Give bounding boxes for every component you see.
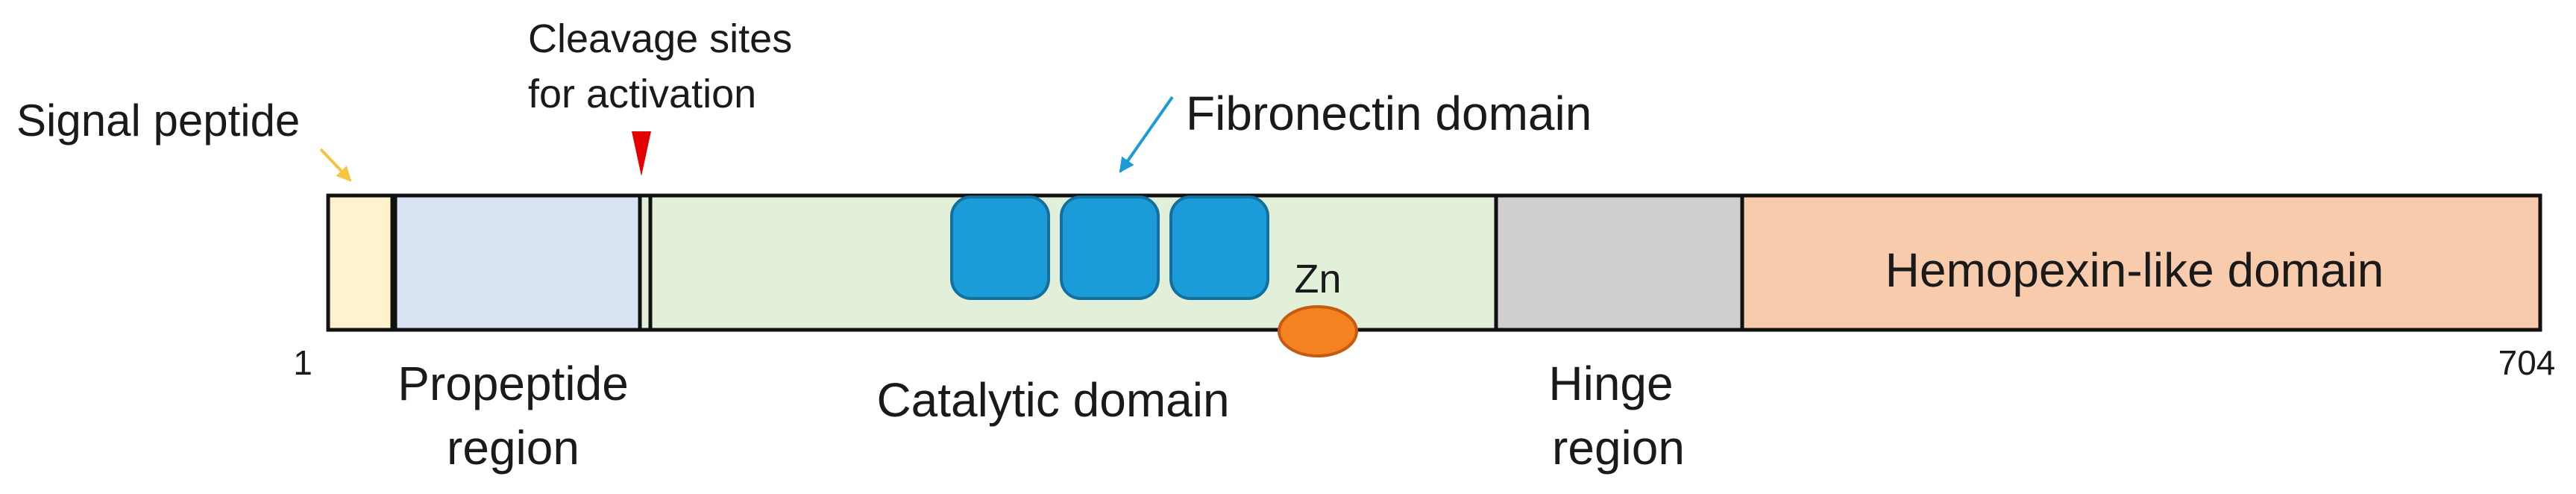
propeptide-segment bbox=[392, 193, 642, 332]
cleavage-site-marker bbox=[632, 131, 651, 176]
fibronectin-domain-label: Fibronectin domain bbox=[1186, 87, 1592, 140]
hemopexin-domain-label: Hemopexin-like domain bbox=[1885, 243, 2384, 297]
hinge-region-label-line2: region bbox=[1552, 421, 1685, 475]
start-residue-label: 1 bbox=[293, 343, 312, 382]
cleavage-sites-label-line1: Cleavage sites bbox=[528, 16, 792, 61]
fibronectin-repeat-2 bbox=[1060, 196, 1160, 300]
signal-peptide-segment bbox=[326, 193, 396, 332]
zinc-ion bbox=[1278, 305, 1358, 357]
end-residue-label: 704 bbox=[2498, 343, 2556, 382]
signal-peptide-label: Signal peptide bbox=[16, 96, 300, 146]
propeptide-region-label-line2: region bbox=[447, 421, 579, 475]
fibronectin-arrow bbox=[1119, 96, 1174, 173]
hinge-region-label-line1: Hinge bbox=[1548, 357, 1673, 410]
fibronectin-repeat-3 bbox=[1169, 196, 1269, 300]
cleavage-sites-label-line2: for activation bbox=[528, 72, 756, 116]
catalytic-domain-label: Catalytic domain bbox=[876, 373, 1229, 427]
hinge-segment bbox=[1494, 193, 1744, 332]
zn-label: Zn bbox=[1294, 257, 1341, 301]
fibronectin-repeat-1 bbox=[950, 196, 1050, 300]
hemopexin-segment bbox=[1740, 193, 2542, 332]
propeptide-region-label-line1: Propeptide bbox=[398, 357, 629, 410]
signal-peptide-arrow bbox=[319, 148, 352, 182]
